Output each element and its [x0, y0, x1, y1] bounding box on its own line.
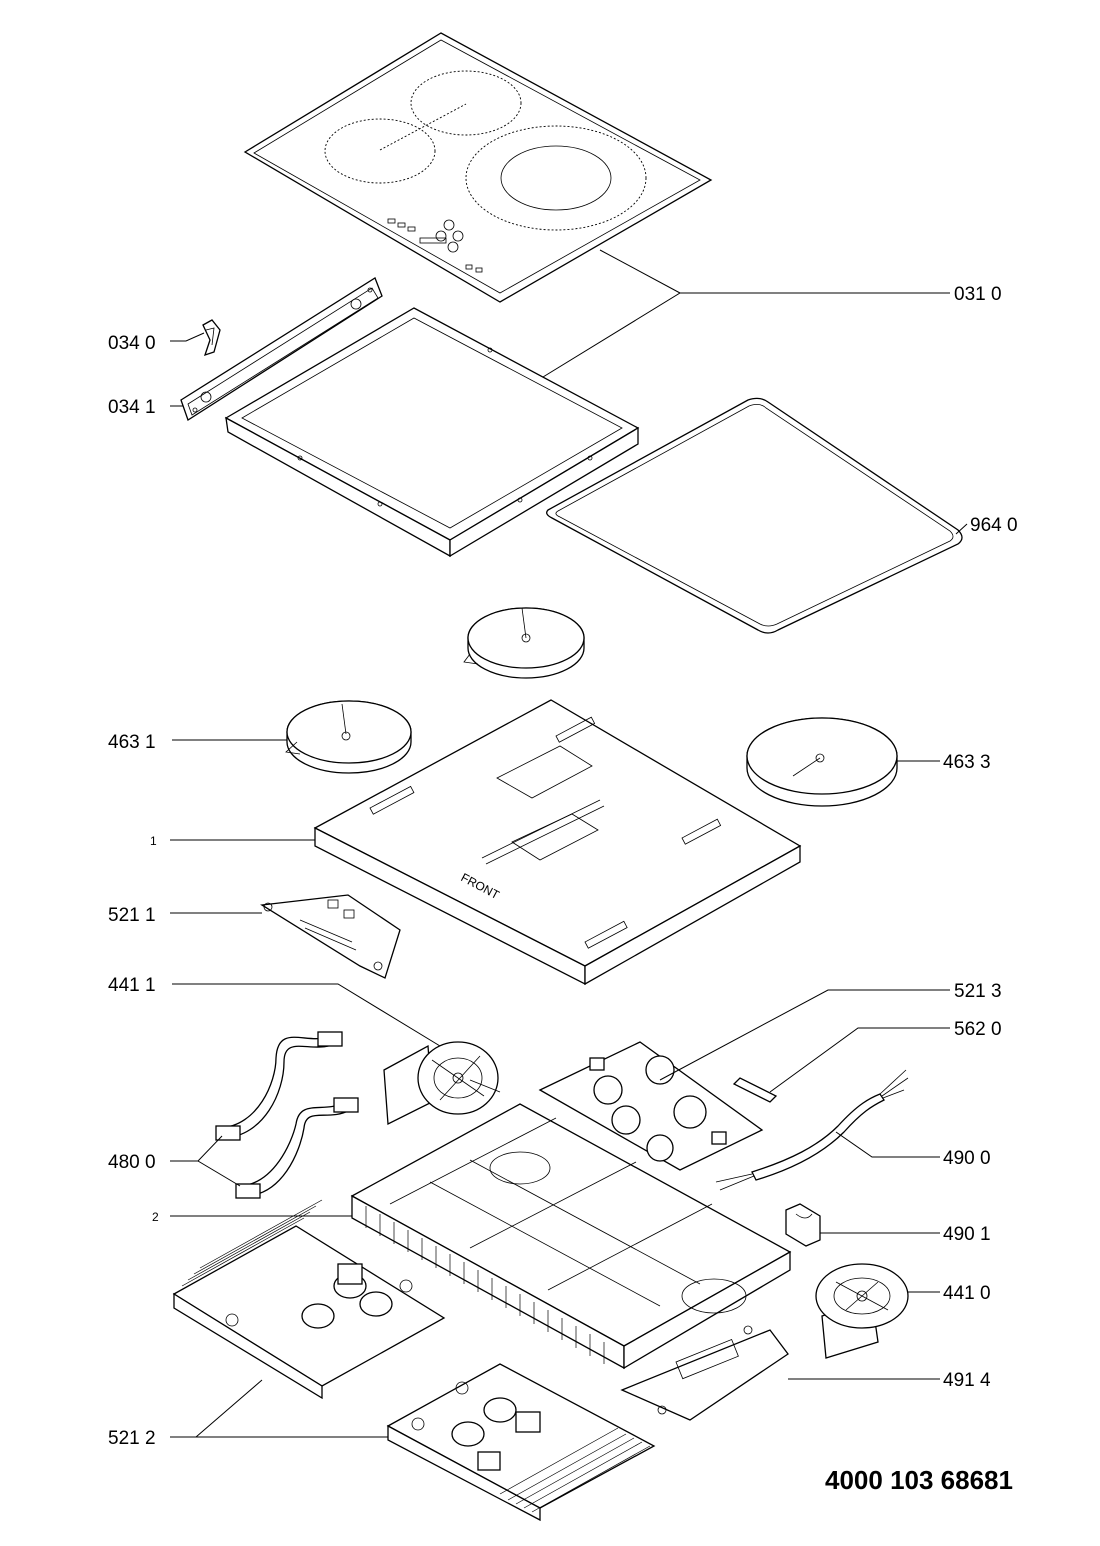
control-pcb	[260, 894, 401, 979]
induction-coil-left	[285, 700, 412, 774]
callout-2: 2	[152, 1210, 159, 1224]
document-number: 4000 103 68681	[825, 1465, 1013, 1495]
cooling-fan-lower	[815, 1263, 909, 1359]
mains-cable	[715, 1069, 909, 1191]
callout-463-1: 463 1	[108, 732, 156, 753]
callout-034-0: 034 0	[108, 333, 156, 354]
callout-521-2: 521 2	[108, 1428, 156, 1449]
callout-964-0: 964 0	[970, 515, 1018, 536]
callout-441-0: 441 0	[943, 1283, 991, 1304]
callout-1: 1	[150, 834, 157, 848]
callout-034-1: 034 1	[108, 397, 156, 418]
spring-clip	[202, 319, 221, 357]
callout-441-1: 441 1	[108, 975, 156, 996]
induction-coil-right	[746, 717, 898, 807]
gasket-seal	[546, 397, 963, 634]
ribbon-cable-lower	[235, 1097, 359, 1199]
callout-490-1: 490 1	[943, 1224, 991, 1245]
base-plate: FRONT	[313, 699, 802, 986]
callout-labels: 031 0 034 0 034 1 964 0 463 1 463 3 1 52…	[108, 284, 1018, 1449]
callout-562-0: 562 0	[954, 1019, 1002, 1040]
callout-480-0: 480 0	[108, 1152, 156, 1173]
callout-521-1: 521 1	[108, 905, 156, 926]
housing-fins-front	[365, 1206, 605, 1364]
heatsink-fins-left	[181, 1199, 323, 1287]
callout-463-3: 463 3	[943, 752, 991, 773]
heatsink-fins-right	[499, 1427, 651, 1513]
callout-491-4: 491 4	[943, 1370, 991, 1391]
cable-clamp	[785, 1203, 821, 1247]
ferrite-core	[732, 1077, 778, 1103]
callout-031-0: 031 0	[954, 284, 1002, 305]
housing-tray	[350, 1103, 792, 1370]
induction-coil-center	[463, 607, 585, 679]
power-board-left	[172, 1199, 446, 1400]
callout-521-3: 521 3	[954, 981, 1002, 1002]
cover-plate	[620, 1325, 789, 1421]
filter-pcb	[538, 1041, 764, 1171]
glass-ceramic-top	[243, 32, 713, 303]
ribbon-cable-upper	[215, 1031, 343, 1141]
callout-490-0: 490 0	[943, 1148, 991, 1169]
cooling-fan-upper	[383, 1041, 501, 1126]
power-board-right	[386, 1363, 656, 1522]
support-frame	[224, 307, 640, 558]
mounting-bracket	[180, 277, 383, 421]
leader-lines	[170, 249, 968, 1438]
